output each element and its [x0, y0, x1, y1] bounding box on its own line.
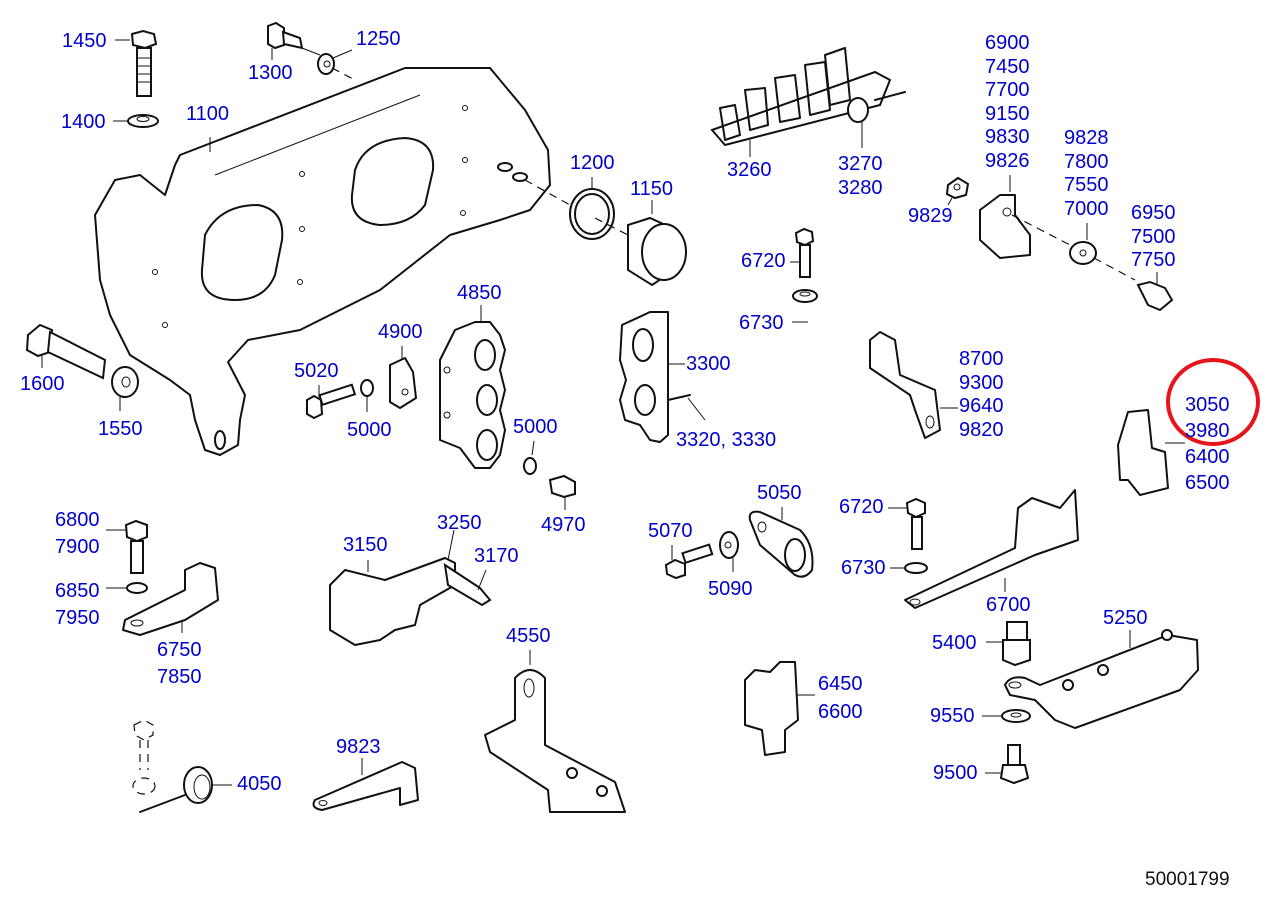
callout-1400[interactable]: 1400: [61, 111, 106, 133]
bracket-9826-drawing: [945, 175, 1174, 312]
bolt-6720-upper-drawing: [790, 227, 818, 323]
bracket-9823-drawing: [312, 758, 419, 811]
plate-4850-drawing: [306, 305, 576, 510]
callout-5250[interactable]: 5250: [1103, 607, 1148, 629]
callout-3250[interactable]: 3250: [437, 512, 482, 534]
callout-9500[interactable]: 9500: [933, 762, 978, 784]
callout-4900[interactable]: 4900: [378, 321, 423, 343]
callout-5020[interactable]: 5020: [294, 360, 339, 382]
callout-9823[interactable]: 9823: [336, 736, 381, 758]
callout-4550[interactable]: 4550: [506, 625, 551, 647]
bracket-1100-drawing: [94, 67, 571, 456]
callout-6720-upper[interactable]: 6720: [741, 250, 786, 272]
clip-3050-drawing: [1117, 409, 1185, 496]
bolt-1300-drawing: [267, 21, 356, 81]
callout-3300[interactable]: 3300: [686, 353, 731, 375]
bushing-4050-drawing: [132, 719, 232, 813]
bracket-8700-drawing: [869, 331, 958, 439]
callout-1200[interactable]: 1200: [570, 152, 615, 174]
clip-6450-drawing: [744, 661, 815, 756]
callout-6720-lower[interactable]: 6720: [839, 496, 884, 518]
bracket-6750-drawing: [106, 519, 219, 636]
callout-6730-lower[interactable]: 6730: [841, 557, 886, 579]
callout-5090[interactable]: 5090: [708, 578, 753, 600]
callout-6730-upper[interactable]: 6730: [739, 312, 784, 334]
callout-5070[interactable]: 5070: [648, 520, 693, 542]
callout-1100[interactable]: 1100: [186, 103, 230, 125]
clip-rail-5250-drawing: [982, 621, 1199, 785]
highlight-circle: [1166, 358, 1260, 446]
callout-3320-3330[interactable]: 3320, 3330: [676, 429, 777, 451]
callout-3170[interactable]: 3170: [474, 545, 519, 567]
callout-1150[interactable]: 1150: [630, 178, 674, 200]
callout-5000-left[interactable]: 5000: [347, 419, 392, 441]
bracket-4550-drawing: [484, 650, 626, 813]
diagram-reference-number: 50001799: [1145, 869, 1230, 890]
clip-rail-3260-drawing: [710, 47, 906, 157]
bracket-6700-drawing: [888, 489, 1079, 609]
bolt-1600-drawing: [25, 323, 139, 411]
callout-1300[interactable]: 1300: [248, 62, 293, 84]
seal-1200-drawing: [569, 177, 687, 287]
callout-9829[interactable]: 9829: [908, 205, 953, 227]
callout-4850[interactable]: 4850: [457, 282, 502, 304]
callout-5000-right[interactable]: 5000: [513, 416, 558, 438]
callout-5050[interactable]: 5050: [757, 482, 802, 504]
bolt-1450-drawing: [113, 29, 159, 128]
callout-3150[interactable]: 3150: [343, 534, 388, 556]
callout-1250[interactable]: 1250: [356, 28, 401, 50]
callout-3260[interactable]: 3260: [727, 159, 772, 181]
bracket-3250-drawing: [329, 529, 492, 646]
callout-4050[interactable]: 4050: [237, 773, 282, 795]
plate-3300-drawing: [619, 311, 706, 443]
callout-5400[interactable]: 5400: [932, 632, 977, 654]
plate-5050-drawing: [664, 507, 814, 580]
callout-9550[interactable]: 9550: [930, 705, 975, 727]
callout-1550[interactable]: 1550: [98, 418, 143, 440]
callout-4970[interactable]: 4970: [541, 514, 586, 536]
callout-1450[interactable]: 1450: [62, 30, 107, 52]
callout-6700[interactable]: 6700: [986, 594, 1031, 616]
callout-1600[interactable]: 1600: [20, 373, 65, 395]
